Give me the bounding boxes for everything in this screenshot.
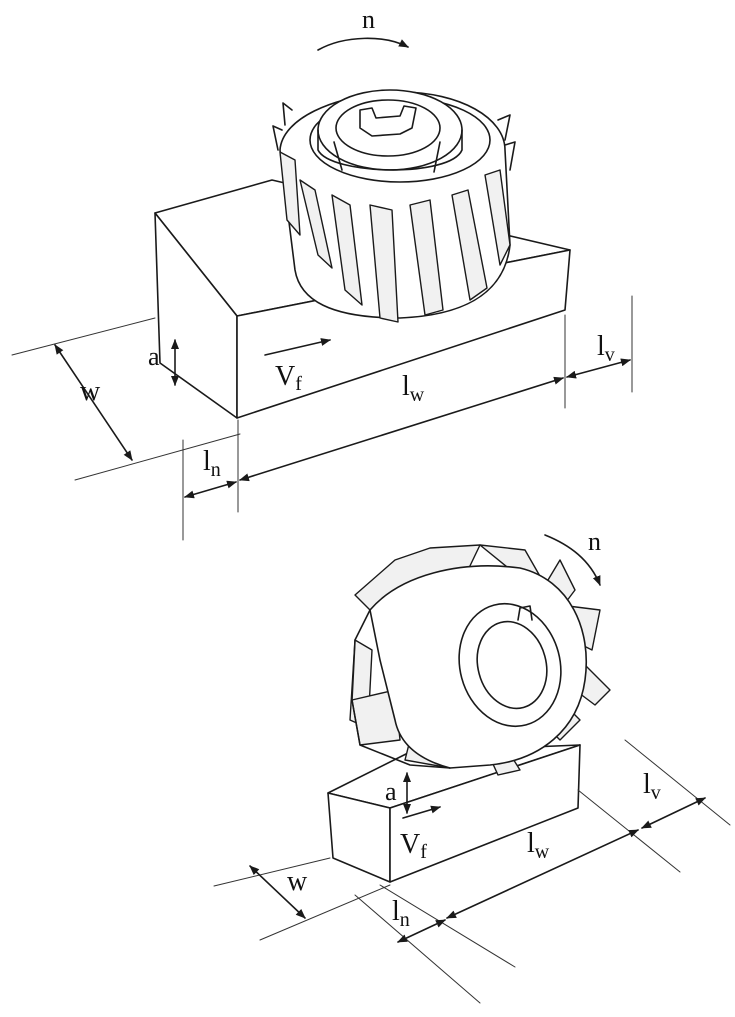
bottom-label-ln: l bbox=[392, 896, 400, 927]
top-width-arrow bbox=[54, 344, 133, 461]
top-figure: n Vf a w lw ln lv bbox=[11, 5, 633, 541]
top-label-lw: l bbox=[402, 371, 410, 402]
top-lv-arrow bbox=[566, 358, 631, 379]
top-label-a: a bbox=[148, 342, 160, 371]
bottom-label-w: w bbox=[287, 866, 308, 897]
top-label-v: V bbox=[275, 361, 295, 392]
top-label-ln-sub: n bbox=[211, 459, 221, 481]
svg-text:lv: lv bbox=[597, 331, 615, 366]
svg-text:ln: ln bbox=[203, 446, 221, 481]
top-feed-arrow bbox=[264, 338, 331, 356]
svg-text:lw: lw bbox=[527, 828, 550, 863]
top-label-n: n bbox=[362, 5, 375, 34]
bottom-rotation-arrow bbox=[544, 534, 601, 586]
svg-text:Vf: Vf bbox=[400, 829, 427, 863]
bottom-label-lw: l bbox=[527, 828, 535, 859]
bottom-label-v-sub: f bbox=[420, 841, 427, 863]
top-ln-arrow bbox=[184, 480, 237, 499]
bottom-ln-arrow bbox=[397, 919, 446, 943]
svg-text:lv: lv bbox=[643, 769, 661, 804]
bottom-label-lv-sub: v bbox=[651, 782, 661, 804]
top-lw-arrow bbox=[239, 376, 564, 482]
top-label-ln: l bbox=[203, 446, 211, 477]
top-rotation-arrow bbox=[317, 37, 409, 51]
bottom-lw-arrow bbox=[446, 829, 639, 919]
top-label-lw-sub: w bbox=[410, 384, 425, 406]
bottom-label-a: a bbox=[385, 777, 397, 806]
top-label-w: w bbox=[80, 376, 101, 407]
bottom-label-lw-sub: w bbox=[535, 841, 550, 863]
bottom-label-v: V bbox=[400, 829, 420, 860]
top-cutter bbox=[272, 89, 516, 323]
bottom-feed-arrow bbox=[402, 805, 441, 819]
bottom-cutter bbox=[349, 544, 611, 776]
svg-text:lw: lw bbox=[402, 371, 425, 406]
bottom-width-arrow bbox=[249, 865, 306, 919]
bottom-figure: n Vf a w lw ln lv bbox=[213, 527, 731, 1004]
top-label-lv-sub: v bbox=[605, 344, 615, 366]
bottom-workpiece bbox=[327, 744, 581, 883]
bottom-label-n: n bbox=[588, 527, 601, 556]
svg-text:ln: ln bbox=[392, 896, 410, 931]
bottom-label-lv: l bbox=[643, 769, 651, 800]
bottom-label-ln-sub: n bbox=[400, 909, 410, 931]
top-label-lv: l bbox=[597, 331, 605, 362]
top-label-v-sub: f bbox=[295, 373, 302, 395]
bottom-lv-arrow bbox=[641, 797, 706, 829]
